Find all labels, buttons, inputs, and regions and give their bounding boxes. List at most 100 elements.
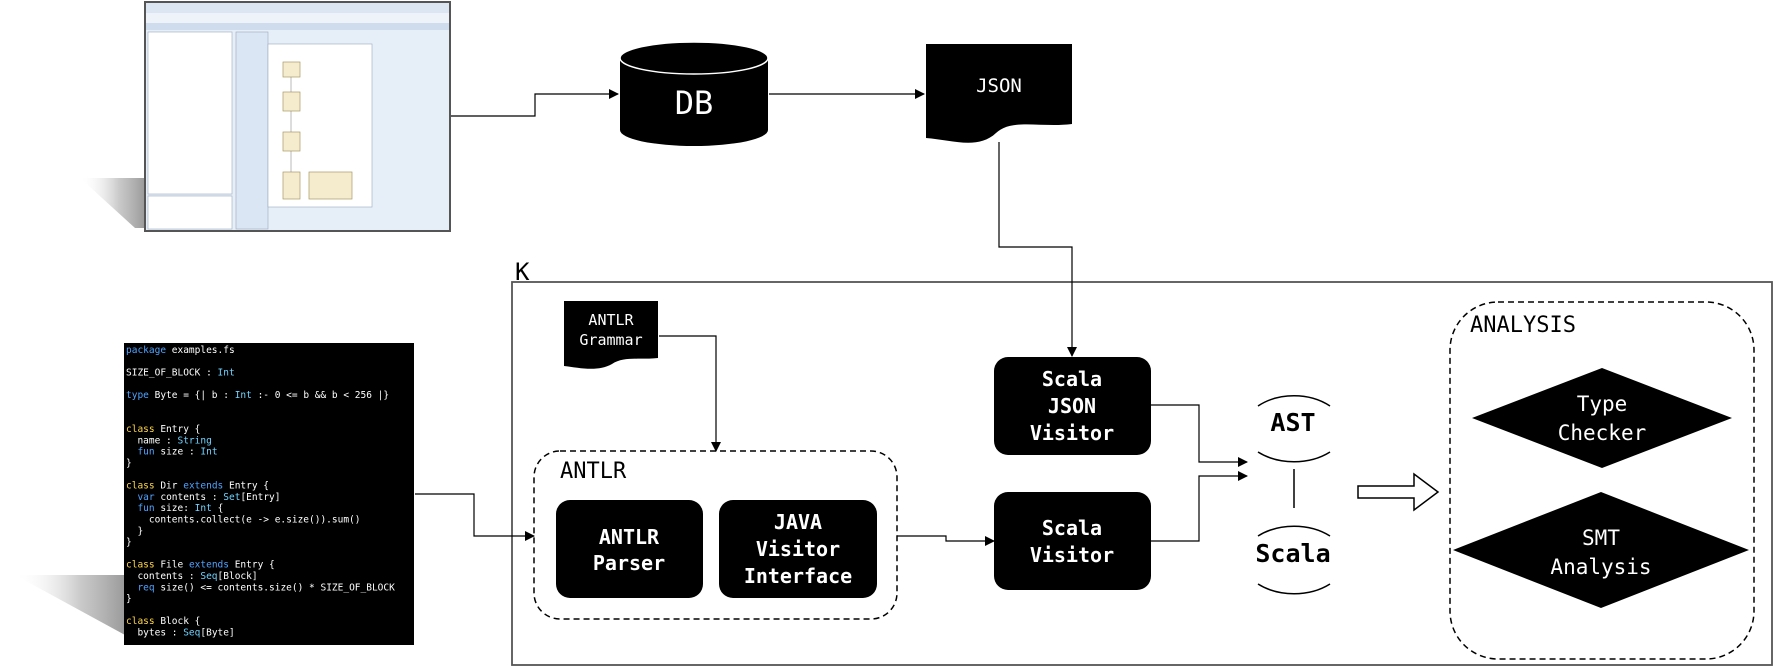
code-line: class Entry {: [126, 424, 200, 435]
edge-antlr-scala-visitor: [897, 535, 995, 546]
smt-analysis-line-1: SMT: [1582, 526, 1620, 550]
code-token: contents :: [155, 492, 224, 503]
edge-code-antlr: [415, 493, 535, 541]
code-token: extends: [189, 560, 229, 571]
analysis-group: [1449, 301, 1755, 660]
code-line: req size() <= contents.size() * SIZE_OF_…: [126, 582, 395, 593]
code-token: Int: [235, 390, 252, 401]
java-visitor-interface-line-2: Visitor: [756, 537, 840, 561]
code-token: }: [126, 594, 132, 605]
scala-arc-top: [1257, 525, 1331, 537]
code-line: package examples.fs: [126, 345, 235, 356]
code-line: }: [126, 537, 132, 548]
code-token: Int: [218, 368, 235, 379]
db-label: DB: [675, 84, 714, 122]
connectors: [415, 89, 1248, 546]
edge-scala-json-visitor-ast: [1151, 404, 1248, 467]
code-token: Seq: [183, 628, 200, 639]
ast-arc: [1257, 395, 1331, 407]
code-token: Set: [223, 492, 240, 503]
code-token: Dir: [155, 481, 184, 492]
code-token: [126, 447, 137, 458]
code-token: contents.collect(e -> e.size()).sum(): [126, 515, 361, 526]
ast-scala-symbol: [1257, 395, 1331, 595]
antlr-grammar-line-2: Grammar: [579, 331, 642, 349]
k-frame: [511, 281, 1773, 666]
code-token: Seq: [200, 571, 217, 582]
edge-scala-visitor-ast: [1151, 471, 1248, 542]
code-token: SIZE_OF_BLOCK :: [126, 368, 218, 379]
code-token: extends: [183, 481, 223, 492]
code-token: package: [126, 345, 166, 356]
code-token: type: [126, 390, 149, 401]
code-token: class: [126, 616, 155, 627]
k-frame-label: K: [515, 258, 530, 286]
code-line: contents.collect(e -> e.size()).sum(): [126, 515, 361, 526]
code-token: }: [126, 537, 132, 548]
code-line: fun size : Int: [126, 447, 218, 458]
code-token: var: [137, 492, 154, 503]
db-node: DB: [619, 41, 769, 146]
code-line: SIZE_OF_BLOCK : Int: [126, 368, 235, 379]
code-token: [Entry]: [240, 492, 280, 503]
code-token: class: [126, 424, 155, 435]
scala-json-visitor-line-1: Scala: [1042, 367, 1102, 391]
code-line: contents : Seq[Block]: [126, 571, 258, 582]
code-token: bytes :: [126, 628, 183, 639]
antlr-parser-line-2: Parser: [593, 551, 665, 575]
code-token: Entry {: [155, 424, 201, 435]
code-token: examples.fs: [166, 345, 235, 356]
ide-shadow: [80, 178, 145, 228]
scala-arc-bottom: [1257, 583, 1331, 595]
ide-screenshot: [80, 1, 451, 232]
code-token: }: [126, 458, 132, 469]
code-line: }: [126, 458, 132, 469]
scala-json-visitor-node: Scala JSON Visitor: [994, 357, 1151, 455]
code-token: fun: [137, 503, 154, 514]
code-line: fun size: Int {: [126, 503, 223, 514]
code-token: [126, 582, 137, 593]
code-token: size:: [155, 503, 195, 514]
edge-grammar-antlr: [659, 335, 721, 452]
json-label: JSON: [976, 75, 1022, 97]
code-token: Entry {: [229, 560, 275, 571]
code-token: [Byte]: [200, 628, 234, 639]
code-token: req: [137, 582, 154, 593]
code-token: size :: [155, 447, 201, 458]
code-token: File: [155, 560, 189, 571]
code-line: name : String: [126, 435, 212, 446]
code-token: Entry {: [223, 481, 269, 492]
analysis-group-label: ANALYSIS: [1470, 313, 1576, 338]
code-token: Int: [195, 503, 212, 514]
code-token: Block {: [155, 616, 201, 627]
code-token: [Block]: [218, 571, 258, 582]
antlr-group-label: ANTLR: [560, 459, 627, 484]
antlr-parser-node: ANTLR Parser: [556, 500, 703, 598]
code-token: [126, 503, 137, 514]
type-checker-line-2: Checker: [1558, 421, 1647, 445]
java-visitor-interface-node: JAVA Visitor Interface: [719, 500, 877, 598]
code-token: Byte = {| b :: [149, 390, 235, 401]
smt-analysis-node: SMT Analysis: [1453, 492, 1749, 608]
code-token: size() <= contents.size() * SIZE_OF_BLOC…: [155, 582, 395, 593]
smt-analysis-line-2: Analysis: [1550, 555, 1651, 579]
ast-arc-bottom: [1257, 451, 1331, 463]
scala-json-visitor-line-3: Visitor: [1030, 421, 1114, 445]
code-token: }: [126, 526, 143, 537]
hollow-arrow: [1357, 472, 1440, 512]
edge-ide-db: [451, 89, 619, 117]
code-token: contents :: [126, 571, 200, 582]
java-visitor-interface-line-3: Interface: [744, 564, 852, 588]
code-token: {: [212, 503, 223, 514]
java-visitor-interface-line-1: JAVA: [774, 510, 822, 534]
code-line: var contents : Set[Entry]: [126, 492, 280, 503]
type-checker-node: Type Checker: [1472, 368, 1732, 468]
code-line: class File extends Entry {: [126, 560, 275, 571]
code-line: }: [126, 594, 132, 605]
code-token: name :: [126, 435, 177, 446]
code-token: String: [177, 435, 211, 446]
code-line: class Block {: [126, 616, 200, 627]
